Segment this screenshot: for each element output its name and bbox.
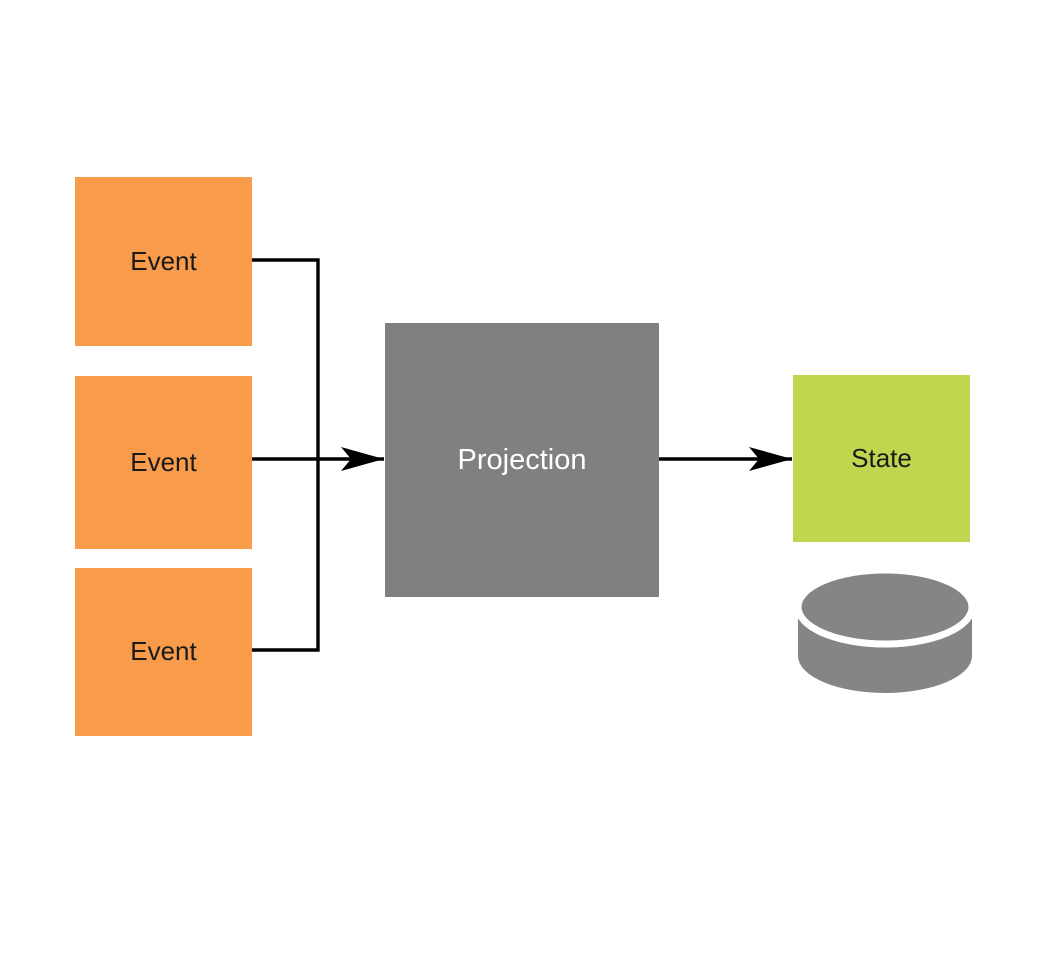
event-node-2-label: Event [130, 446, 197, 477]
event-node-3-label: Event [130, 636, 197, 667]
event-node-1: Event [75, 177, 252, 346]
projection-node: Projection [385, 323, 659, 597]
database-cylinder-body [798, 607, 972, 693]
database-cylinder-icon [794, 566, 976, 693]
database-cylinder-lid [794, 566, 976, 648]
event-node-3: Event [75, 568, 252, 736]
connector-events-bracket [252, 258, 320, 652]
state-node: State [793, 375, 970, 542]
event-node-2: Event [75, 376, 252, 549]
state-node-label: State [851, 442, 912, 473]
event-node-1-label: Event [130, 245, 197, 276]
projection-node-label: Projection [457, 443, 587, 476]
